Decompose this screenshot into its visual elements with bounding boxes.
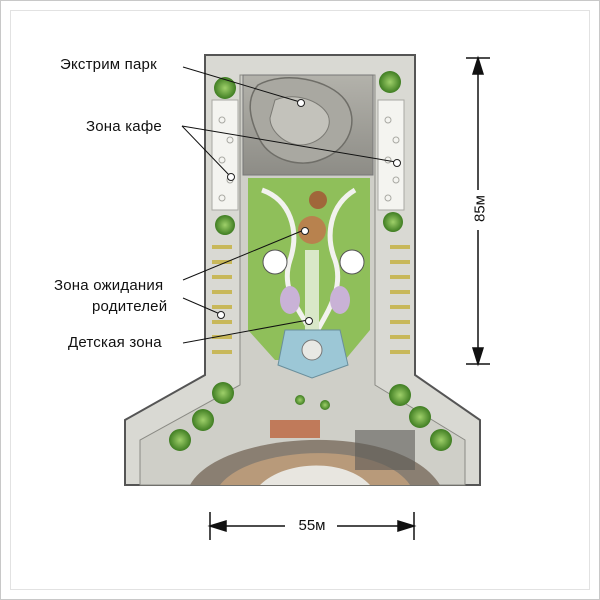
dimension-width: 55м bbox=[298, 517, 326, 534]
leader-dot-kids bbox=[305, 317, 313, 325]
leader-dot-extreme-park bbox=[297, 99, 305, 107]
leader-lines bbox=[181, 66, 397, 344]
cafe-terrace-left bbox=[211, 99, 239, 211]
leader-dot-waiting bbox=[301, 227, 309, 235]
label-waiting-zone-line1: Зона ожидания bbox=[54, 277, 164, 294]
label-kids-zone: Детская зона bbox=[68, 334, 162, 351]
inner-frame bbox=[10, 10, 590, 590]
leader-dot-waiting-bench bbox=[217, 311, 225, 319]
trees bbox=[169, 71, 452, 451]
dimension-height: 85м bbox=[471, 195, 489, 222]
leader-dot-cafe-right bbox=[393, 159, 401, 167]
label-waiting-zone-line2: родителей bbox=[92, 298, 168, 315]
cafe-terrace-right bbox=[377, 99, 405, 211]
leader-dot-cafe-left bbox=[227, 173, 235, 181]
building-bottom bbox=[190, 420, 440, 485]
label-extreme-park: Экстрим парк bbox=[60, 56, 157, 73]
label-cafe-zone: Зона кафе bbox=[86, 118, 162, 135]
bench-rows bbox=[212, 245, 410, 354]
